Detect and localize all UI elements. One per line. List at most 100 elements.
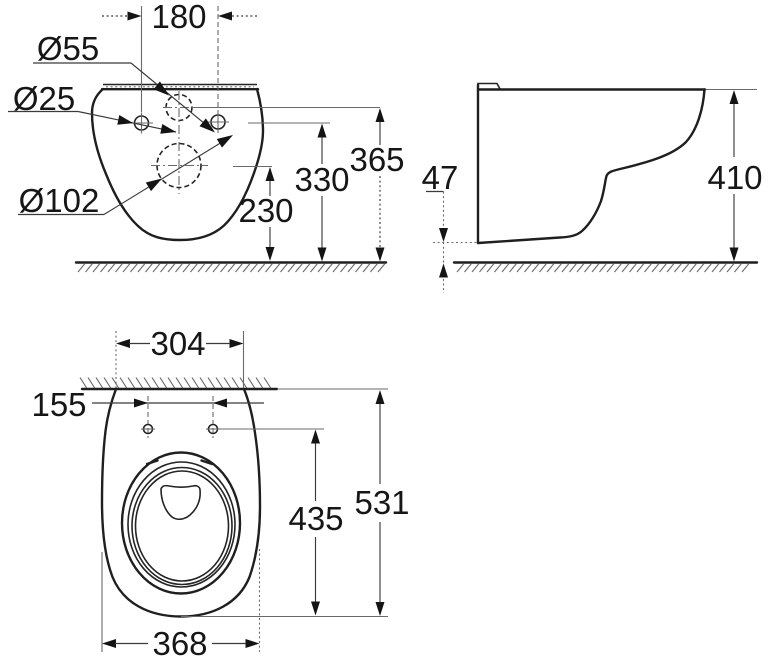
hatch-stroke	[554, 263, 562, 273]
hatch-stroke	[719, 263, 727, 273]
seat-outer-ring	[120, 451, 242, 595]
hatch-stroke	[152, 263, 161, 273]
hatch-stroke	[340, 263, 348, 273]
hatch-stroke	[263, 377, 272, 389]
hatch-stroke	[280, 263, 288, 273]
hatch-stroke	[220, 263, 228, 273]
hatch-stroke	[734, 263, 742, 273]
floor-hatch-side	[456, 263, 750, 273]
seat-ring-3	[131, 466, 233, 586]
dia-102-leader-line	[103, 136, 232, 215]
side-view: 47 410	[422, 82, 763, 293]
hatch-stroke	[265, 263, 273, 273]
hatch-stroke	[127, 377, 136, 389]
arrowhead	[265, 247, 275, 261]
hatch-stroke	[191, 377, 200, 389]
hatch-stroke	[704, 263, 712, 273]
hatch-stroke	[87, 377, 96, 389]
arrowhead	[102, 639, 116, 648]
hatch-stroke	[355, 263, 363, 273]
hatch-stroke	[362, 263, 371, 273]
hatch-stroke	[85, 263, 93, 273]
hatch-stroke	[137, 263, 146, 273]
hatch-stroke	[501, 263, 510, 273]
hatch-stroke	[175, 263, 183, 273]
hatch-stroke	[255, 377, 264, 389]
hatch-stroke	[183, 377, 192, 389]
hatch-stroke	[119, 377, 128, 389]
arrowhead	[311, 601, 320, 616]
dim-365-label: 365	[349, 141, 404, 178]
hatch-stroke	[235, 263, 243, 273]
seat-inner-ring	[134, 470, 230, 582]
arrowhead	[439, 263, 448, 278]
hatch-stroke	[199, 377, 208, 389]
hatch-stroke	[726, 263, 735, 273]
dim-180-label: 180	[151, 0, 206, 35]
hatch-stroke	[167, 377, 176, 389]
hatch-stroke	[471, 263, 480, 273]
hatch-stroke	[606, 263, 615, 273]
hatch-stroke	[666, 263, 675, 273]
hatch-stroke	[494, 263, 502, 273]
dim-531-label: 531	[354, 484, 409, 521]
hatch-stroke	[464, 263, 472, 273]
arrowhead	[116, 339, 130, 348]
hatch-stroke	[479, 263, 487, 273]
arrowhead	[729, 247, 739, 262]
hatch-stroke	[159, 377, 168, 389]
hatch-stroke	[231, 377, 240, 389]
hatch-stroke	[539, 263, 547, 273]
hatch-stroke	[509, 263, 517, 273]
arrowhead	[229, 339, 244, 348]
arrowhead	[375, 602, 385, 616]
hatch-stroke	[659, 263, 667, 273]
hatch-stroke	[223, 377, 232, 389]
hatch-stroke	[122, 263, 131, 273]
hatch-stroke	[145, 263, 153, 273]
hatch-stroke	[130, 263, 138, 273]
floor-hatch-front	[77, 263, 386, 273]
side-profile-outline	[476, 88, 706, 245]
side-top-flange	[477, 82, 501, 90]
hatch-stroke	[332, 263, 341, 273]
arrowhead	[439, 228, 448, 242]
arrowhead	[117, 115, 133, 125]
hatch-stroke	[302, 263, 311, 273]
hatch-stroke	[212, 263, 221, 273]
hatch-stroke	[77, 263, 86, 273]
hatch-stroke	[250, 263, 258, 273]
hatch-stroke	[644, 263, 652, 273]
arrowhead	[375, 247, 385, 262]
hatch-stroke	[516, 263, 525, 273]
arrowhead	[134, 398, 148, 408]
hatch-stroke	[377, 263, 386, 273]
arrowhead	[245, 639, 260, 648]
hatch-stroke	[287, 263, 296, 273]
hatch-stroke	[160, 263, 168, 273]
hatch-stroke	[190, 263, 198, 273]
arrowhead	[213, 398, 227, 408]
hatch-stroke	[151, 377, 160, 389]
hatch-stroke	[111, 377, 120, 389]
hatch-stroke	[197, 263, 206, 273]
hatch-stroke	[205, 263, 213, 273]
hatch-stroke	[524, 263, 532, 273]
arrowhead	[317, 247, 327, 262]
arrowhead	[199, 118, 215, 133]
hatch-stroke	[239, 377, 248, 389]
arrowhead	[160, 124, 176, 134]
front-bowl-outline	[90, 87, 265, 242]
hatch-stroke	[317, 263, 326, 273]
arrowhead	[317, 123, 327, 138]
seat-ring-2	[127, 461, 236, 588]
seat-hinge-notch-right	[200, 459, 214, 466]
hatch-stroke	[175, 377, 184, 389]
dim-435-label: 435	[288, 500, 343, 537]
hatch-stroke	[325, 263, 333, 273]
hatch-stroke	[135, 377, 144, 389]
dia-55-leader-line	[130, 62, 214, 131]
top-view-body-outline	[100, 387, 262, 618]
hatch-stroke	[295, 263, 303, 273]
